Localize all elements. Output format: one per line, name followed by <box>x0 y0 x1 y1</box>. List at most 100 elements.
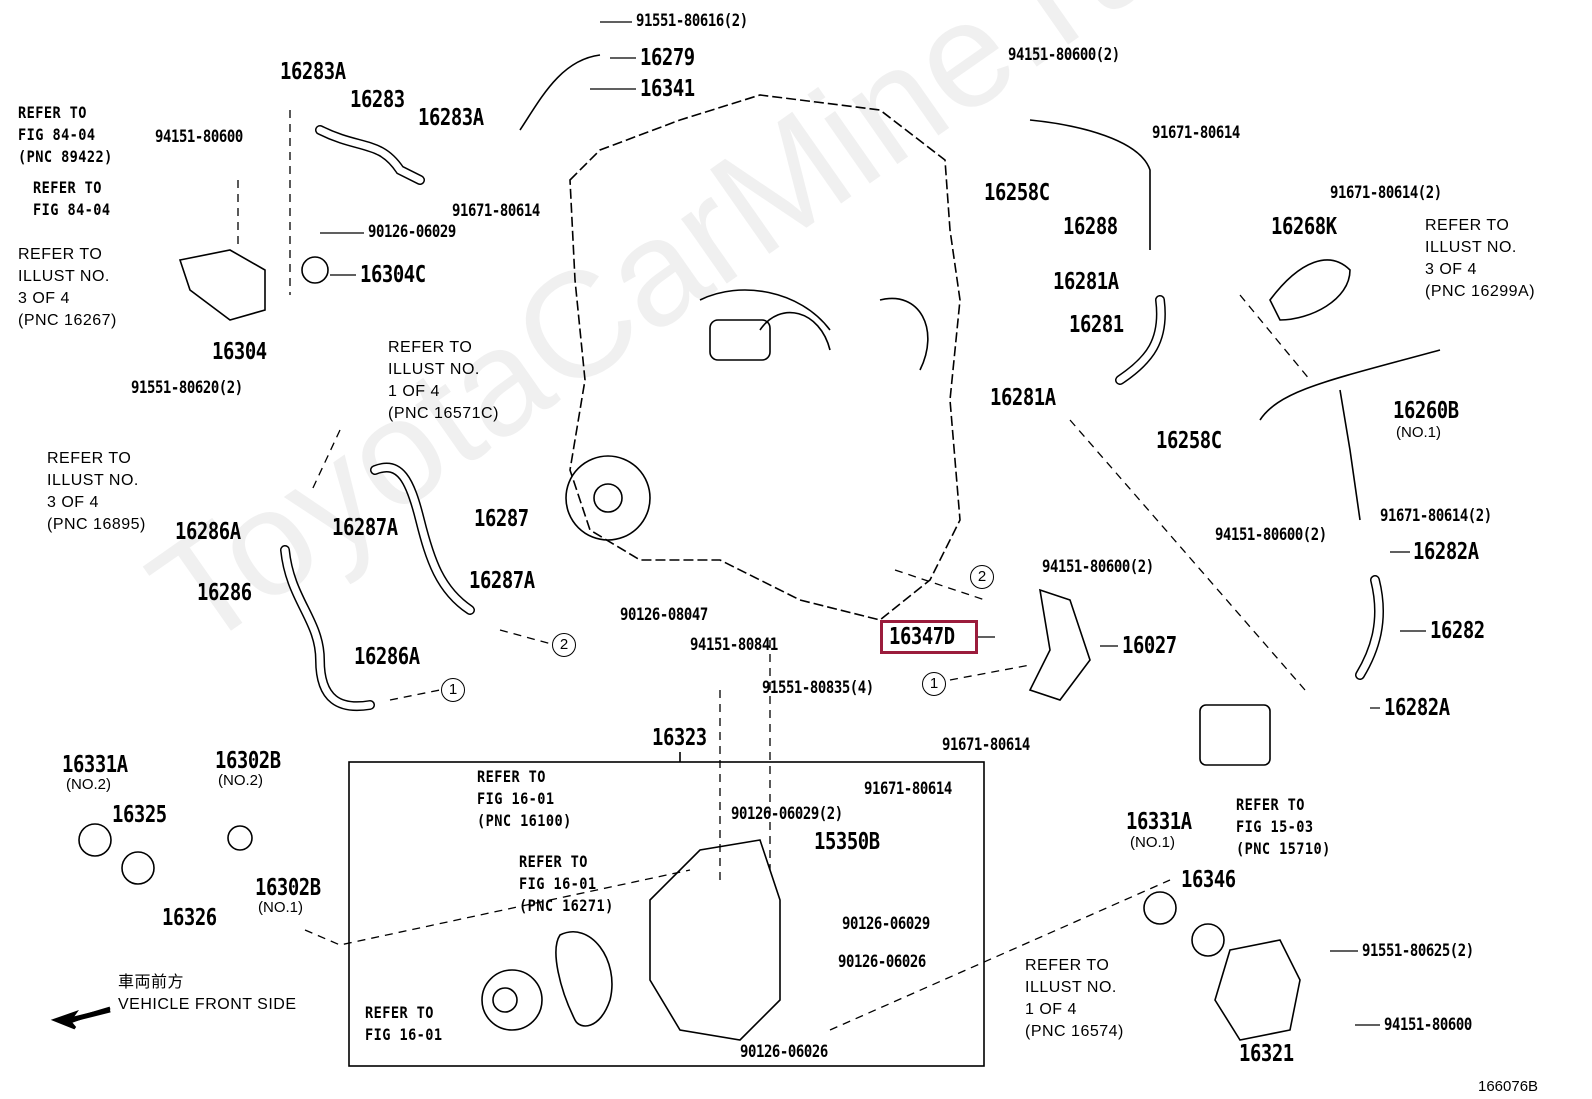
part-label: 91671-80614 <box>864 779 952 799</box>
part-sublabel: (NO.2) <box>218 772 263 789</box>
part-label: 16304C <box>360 262 426 288</box>
hose-16286 <box>280 545 375 712</box>
part-label: 16302B <box>215 748 281 774</box>
reference-note: REFER TO FIG 84-04 (PNC 89422) <box>18 102 113 168</box>
reference-line: (PNC 16271) <box>519 896 614 915</box>
part-label: 16302B <box>255 875 321 901</box>
pipe-16279 <box>519 54 601 131</box>
part-label: 91671-80614 <box>942 735 1030 755</box>
reference-line: (PNC 15710) <box>1236 839 1331 858</box>
reference-line: REFER TO <box>18 246 103 263</box>
part-label: 16326 <box>162 905 217 931</box>
reference-line: ILLUST NO. <box>1425 239 1517 256</box>
part-label: 90126-06026 <box>740 1042 828 1062</box>
reference-note: REFER TO FIG 84-04 <box>33 177 111 221</box>
part-sublabel: (NO.1) <box>1396 424 1441 441</box>
reference-line: ILLUST NO. <box>388 361 480 378</box>
part-label: 16288 <box>1063 214 1118 240</box>
intake-detail <box>699 289 929 371</box>
water-pump-pulley <box>481 969 543 1031</box>
part-label: 16283A <box>280 59 346 85</box>
reference-line: FIG 16-01 <box>477 789 555 808</box>
o-ring-16302B-2 <box>227 825 253 851</box>
reference-line: ILLUST NO. <box>18 268 110 285</box>
part-label: 91671-80614(2) <box>1380 506 1492 526</box>
callout-2: 2 <box>970 565 994 589</box>
reference-line: 3 OF 4 <box>1425 261 1477 278</box>
gasket-16346 <box>1191 923 1225 957</box>
part-label: 16286 <box>197 580 252 606</box>
reference-line: (PNC 16574) <box>1025 1023 1124 1040</box>
part-label: 90126-08047 <box>620 605 708 625</box>
reference-line: 1 OF 4 <box>388 383 440 400</box>
part-label: 90126-06029 <box>842 914 930 934</box>
vehicle-front-jp: 車両前方 <box>118 974 185 991</box>
reference-line: (PNC 16895) <box>47 516 146 533</box>
thermostat-16331A-1 <box>1143 891 1177 925</box>
reference-line: REFER TO <box>1025 957 1110 974</box>
dashed-guide-lines <box>237 110 1311 1031</box>
reference-line: REFER TO <box>1236 795 1305 814</box>
part-label: 94151-80600 <box>155 127 243 147</box>
part-label: 91551-80625(2) <box>1362 941 1474 961</box>
part-label: 16258C <box>984 180 1050 206</box>
crank-pulley-hub <box>593 483 623 513</box>
bracket-16027 <box>1028 588 1091 701</box>
part-label: 16286A <box>354 644 420 670</box>
part-label: 16287A <box>469 568 535 594</box>
part-sublabel: (NO.2) <box>66 776 111 793</box>
reference-line: FIG 84-04 <box>18 125 96 144</box>
highlighted-part-16347D[interactable]: 16347D <box>880 620 979 654</box>
part-label: 16325 <box>112 802 167 828</box>
engine-block <box>569 94 961 621</box>
part-label: 94151-80841 <box>690 635 778 655</box>
part-label: 16287A <box>332 515 398 541</box>
reference-line: REFER TO <box>33 178 102 197</box>
water-pump-group-box <box>348 761 985 1067</box>
part-label: 16283A <box>418 105 484 131</box>
reference-line: (PNC 89422) <box>18 147 113 166</box>
o-ring-16304C <box>301 256 329 284</box>
part-label: 16258C <box>1156 428 1222 454</box>
part-label: 16304 <box>212 339 267 365</box>
reference-line: REFER TO <box>519 852 588 871</box>
pump-gasket <box>555 931 613 1027</box>
part-label: 16281 <box>1069 312 1124 338</box>
part-label: 91671-80614 <box>452 201 540 221</box>
pipe-16260B <box>1259 349 1441 521</box>
part-label: 91551-80616(2) <box>636 11 748 31</box>
part-label: 90126-06026 <box>838 952 926 972</box>
part-label: 16321 <box>1239 1041 1294 1067</box>
reference-line: (PNC 16299A) <box>1425 283 1536 300</box>
part-label: 16281A <box>1053 269 1119 295</box>
part-label: 94151-80600(2) <box>1042 557 1154 577</box>
reference-line: FIG 84-04 <box>33 200 111 219</box>
reference-line: REFER TO <box>47 450 132 467</box>
reference-line: 3 OF 4 <box>18 290 70 307</box>
reference-line: 3 OF 4 <box>47 494 99 511</box>
part-label: 90126-06029(2) <box>731 804 843 824</box>
part-label: 16282A <box>1413 539 1479 565</box>
pipe-16288 <box>1029 119 1151 250</box>
callout-2: 2 <box>552 633 576 657</box>
part-label: 16282A <box>1384 695 1450 721</box>
part-label: 16281A <box>990 385 1056 411</box>
oil-cooler <box>1199 704 1271 766</box>
part-label: 16331A <box>62 752 128 778</box>
reference-line: REFER TO <box>477 767 546 786</box>
thermostat-housing <box>1214 939 1301 1041</box>
part-label: 91671-80614(2) <box>1330 183 1442 203</box>
reference-line: REFER TO <box>18 103 87 122</box>
reference-line: (PNC 16100) <box>477 811 572 830</box>
reference-line: 1 OF 4 <box>1025 1001 1077 1018</box>
